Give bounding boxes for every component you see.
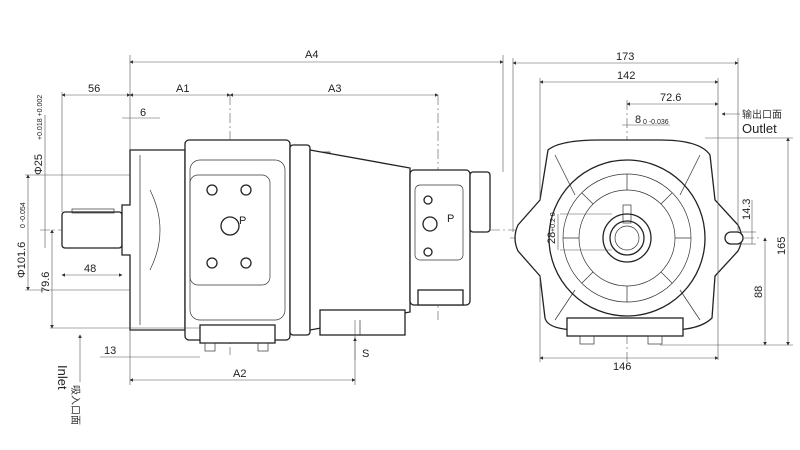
- dim-phi25-tol: +0.018 +0.002: [37, 95, 44, 140]
- dim-phi101: Φ101.6: [16, 242, 28, 278]
- side-view: P P: [40, 95, 520, 355]
- mid-flange: [289, 144, 311, 336]
- dim-a4: A4: [305, 49, 318, 61]
- dim-14-3: 14.3: [741, 199, 753, 220]
- dim-s: S: [362, 348, 369, 360]
- dim-8-tol: 0 -0.036: [643, 119, 669, 126]
- dim-56: 56: [88, 83, 100, 95]
- dim-phi101-tol: 0 -0.054: [20, 202, 27, 228]
- adapter-housing: [309, 149, 411, 331]
- dim-173: 173: [616, 51, 634, 63]
- drive-shaft: [61, 211, 123, 249]
- front-view: [510, 100, 760, 370]
- rear-pump-body: [409, 169, 471, 306]
- outlet-label-cn: 输出口面: [742, 108, 782, 121]
- side-dimensions: A4 A1 A3 56 6 Φ25 +0.018 +0.002 Φ101.6 0…: [16, 49, 504, 425]
- inlet-label: Inlet: [55, 365, 70, 390]
- dim-79-6: 79.6: [40, 272, 52, 293]
- port-p-left: P: [206, 184, 252, 269]
- port-label: P: [239, 215, 246, 227]
- dim-146: 146: [613, 361, 631, 373]
- dim-a2: A2: [233, 368, 246, 380]
- front-dimensions: 173 142 72.6 8 0 -0.036 输出口面 Outlet 165 …: [512, 51, 793, 373]
- dim-88: 88: [753, 286, 765, 298]
- dim-28: 28: [546, 232, 558, 244]
- dim-72-6: 72.6: [660, 92, 681, 104]
- dim-28-tol: +0.2 0: [550, 212, 557, 232]
- dim-165: 165: [776, 237, 788, 255]
- outlet-label: Outlet: [742, 121, 777, 136]
- dim-48: 48: [84, 263, 96, 275]
- dim-a1: A1: [176, 83, 189, 95]
- dim-a3: A3: [328, 83, 341, 95]
- dim-8: 8: [635, 114, 641, 126]
- main-pump-body: [184, 139, 291, 341]
- dim-13: 13: [104, 345, 116, 357]
- key-ear: [724, 231, 744, 245]
- inlet-label-cn: 吸入口面: [69, 385, 80, 425]
- base-plate: [319, 309, 406, 336]
- port-label: P: [447, 213, 454, 225]
- port-p-right: P: [422, 195, 454, 257]
- dim-6: 6: [140, 107, 146, 119]
- front-flange: [121, 149, 186, 331]
- dim-phi25: Φ25: [33, 154, 45, 175]
- dim-142: 142: [617, 70, 635, 82]
